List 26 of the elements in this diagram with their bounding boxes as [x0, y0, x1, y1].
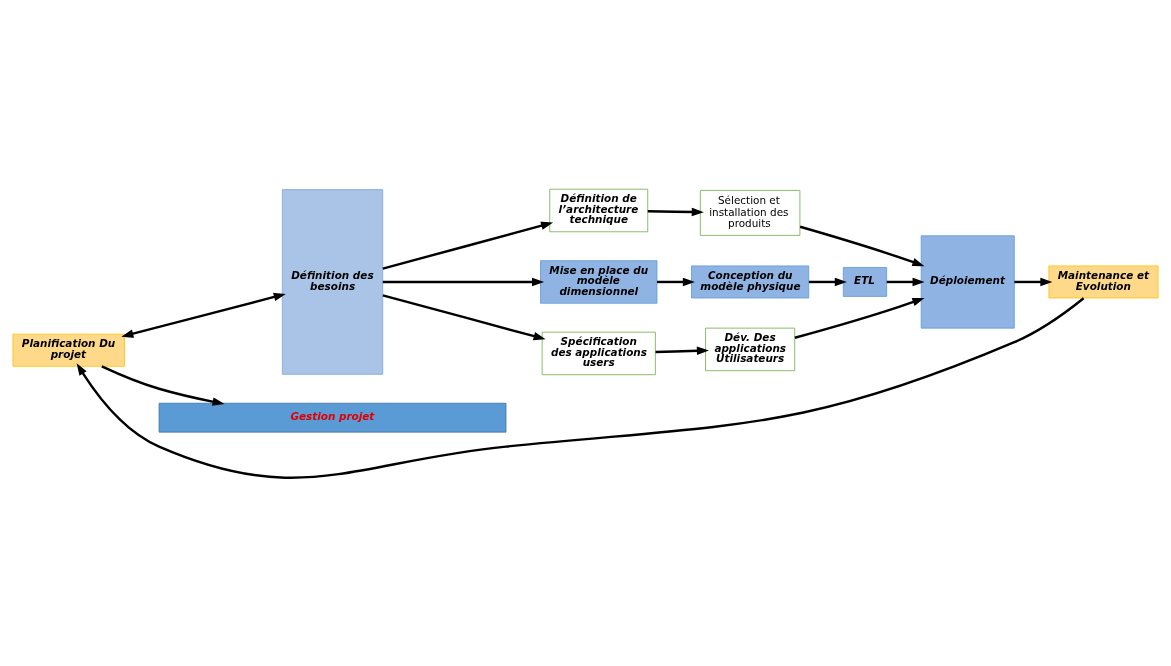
arrow — [655, 346, 709, 355]
arrow — [647, 207, 704, 216]
node-box: Définition de l’architecture technique — [549, 188, 649, 232]
node-box: Mise en place du modèle dimensionnel — [540, 259, 658, 304]
arrow — [76, 296, 1085, 479]
node-box: Maintenance et Evolution — [1048, 265, 1159, 298]
arrow — [382, 293, 546, 340]
node-box: Dév. Des applications Utilisateurs — [705, 327, 796, 371]
node-box: Définition des besoins — [281, 188, 384, 375]
arrow — [1014, 277, 1053, 286]
arrow — [101, 364, 225, 406]
arrow — [794, 297, 925, 339]
node-box: Sélection et installation des produits — [699, 189, 801, 236]
arrow — [121, 292, 286, 338]
node-box: ETL — [842, 266, 888, 297]
node-box: Planification Du projet — [12, 333, 125, 367]
node-box: Déploiement — [920, 234, 1015, 329]
arrow — [886, 277, 925, 286]
arrow — [657, 277, 695, 286]
arrow — [382, 221, 554, 270]
node-box: Spécification des applications users — [541, 331, 656, 375]
node-box: Gestion projet — [158, 402, 507, 433]
node-box: Conception du modèle physique — [691, 265, 810, 298]
arrow — [799, 225, 925, 266]
arrow — [808, 277, 847, 286]
arrow — [382, 277, 545, 286]
